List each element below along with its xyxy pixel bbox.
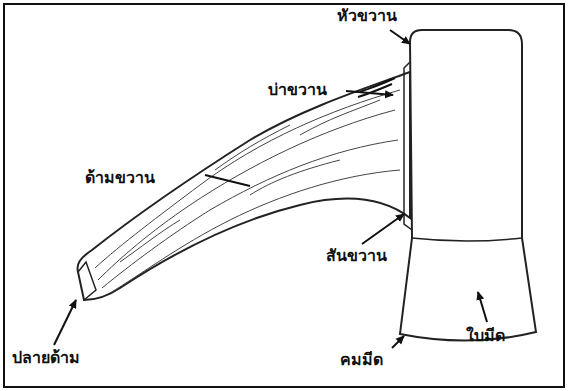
- axe-head: [400, 30, 536, 341]
- axe-eye: [404, 62, 412, 230]
- part-label: บ่าขวาน: [268, 80, 327, 99]
- part-label: ด้ามขวาน: [85, 168, 155, 187]
- leader-arrows: [54, 30, 487, 348]
- part-label: หัวขวาน: [337, 6, 397, 25]
- part-label: สันขวาน: [326, 246, 387, 265]
- wood-grain: [95, 90, 400, 293]
- part-label: ใบมีด: [466, 326, 505, 345]
- part-label: คมมีด: [340, 350, 383, 369]
- part-label: ปลายด้าม: [12, 348, 80, 367]
- blade-bevel: [412, 238, 522, 241]
- handle-end: [78, 262, 96, 300]
- frame: [4, 4, 564, 387]
- axe-handle: [78, 72, 410, 300]
